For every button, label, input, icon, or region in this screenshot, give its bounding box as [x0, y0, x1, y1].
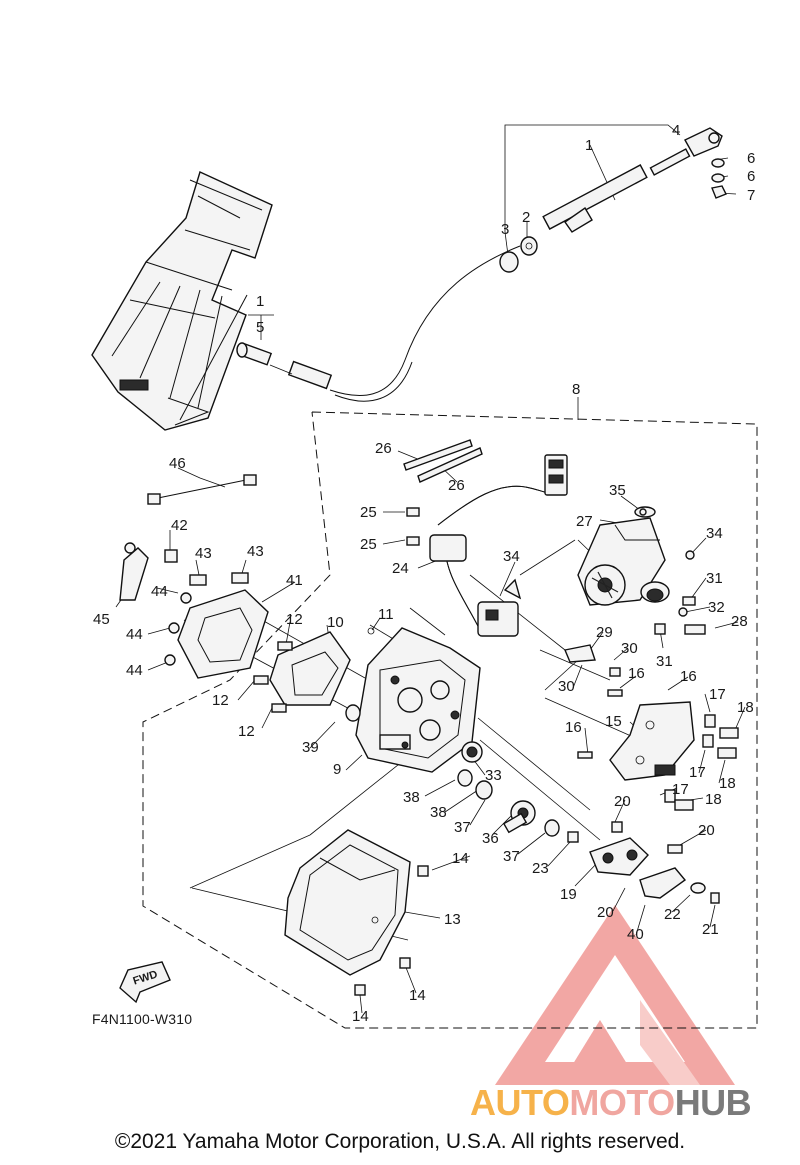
- callout-18: 18: [705, 791, 722, 808]
- shift-cable: [329, 127, 727, 402]
- copyright-notice: ©2021 Yamaha Motor Corporation, U.S.A. A…: [114, 1130, 686, 1153]
- callout-29: 29: [596, 624, 613, 641]
- callout-26: 26: [448, 477, 465, 494]
- callout-6: 6: [747, 168, 756, 185]
- callout-40: 40: [627, 926, 644, 943]
- callout-12: 12: [212, 692, 229, 709]
- callout-15: 15: [605, 713, 622, 730]
- steering-column: [91, 171, 273, 431]
- callout-28: 28: [731, 613, 748, 630]
- callout-31: 31: [706, 570, 723, 587]
- callout-25: 25: [360, 536, 377, 553]
- watermark-hub: HUB: [674, 1082, 752, 1123]
- callout-27: 27: [576, 513, 593, 530]
- bracket: [577, 689, 739, 811]
- watermark-moto: MOTO: [569, 1082, 675, 1123]
- callout-20: 20: [698, 822, 715, 839]
- callout-44: 44: [126, 626, 143, 643]
- callout-23: 23: [532, 860, 549, 877]
- callout-32: 32: [708, 599, 725, 616]
- cable-end: [236, 342, 333, 390]
- callout-30: 30: [621, 640, 638, 657]
- callout-45: 45: [93, 611, 110, 628]
- callout-26: 26: [375, 440, 392, 457]
- callout-3: 3: [501, 221, 510, 238]
- callout-35: 35: [609, 482, 626, 499]
- callout-22: 22: [664, 906, 681, 923]
- callout-44: 44: [126, 662, 143, 679]
- callout-13: 13: [444, 911, 461, 928]
- callout-41: 41: [286, 572, 303, 589]
- actuator-motor: [577, 506, 670, 606]
- callout-33: 33: [485, 767, 502, 784]
- callout-43: 43: [195, 545, 212, 562]
- callout-17: 17: [672, 781, 689, 798]
- callout-5: 5: [256, 319, 265, 336]
- callout-30: 30: [558, 678, 575, 695]
- callout-9: 9: [333, 761, 342, 778]
- callout-11: 11: [378, 606, 394, 623]
- gear-set: [345, 704, 579, 843]
- callout-17: 17: [709, 686, 726, 703]
- callout-1: 1: [585, 137, 594, 154]
- callout-44: 44: [151, 583, 168, 600]
- assembly-outline: [142, 411, 758, 1029]
- callout-36: 36: [482, 830, 499, 847]
- diagram-code: F4N1100-W310: [92, 1011, 193, 1027]
- callout-38: 38: [430, 804, 447, 821]
- callout-43: 43: [247, 543, 264, 560]
- callout-31: 31: [656, 653, 673, 670]
- callout-34: 34: [503, 548, 520, 565]
- callout-4: 4: [672, 122, 681, 139]
- callout-20: 20: [597, 904, 614, 921]
- callout-7: 7: [747, 187, 756, 204]
- callout-18: 18: [737, 699, 754, 716]
- callout-14: 14: [352, 1008, 369, 1025]
- callout-42: 42: [171, 517, 188, 534]
- callout-2: 2: [522, 209, 531, 226]
- callout-1: 1: [256, 293, 265, 310]
- callout-37: 37: [454, 819, 471, 836]
- callout-34: 34: [706, 525, 723, 542]
- callout-12: 12: [238, 723, 255, 740]
- callout-6: 6: [747, 150, 756, 167]
- callout-21: 21: [702, 921, 719, 938]
- callout-24: 24: [392, 560, 409, 577]
- watermark-auto: AUTO: [470, 1082, 570, 1123]
- linkage: [119, 474, 375, 713]
- callout-20: 20: [614, 793, 631, 810]
- wiring-harness: [429, 454, 568, 637]
- callout-16: 16: [628, 665, 645, 682]
- fasteners: [354, 507, 706, 996]
- watermark-logo: [495, 905, 735, 1085]
- callout-16: 16: [680, 668, 697, 685]
- fwd-arrow-icon: [119, 961, 171, 1004]
- callout-14: 14: [452, 850, 469, 867]
- cover: [284, 829, 411, 976]
- callout-38: 38: [403, 789, 420, 806]
- callout-12: 12: [286, 611, 303, 628]
- callout-8: 8: [572, 381, 581, 398]
- callout-16: 16: [565, 719, 582, 736]
- callout-25: 25: [360, 504, 377, 521]
- callout-39: 39: [302, 739, 319, 756]
- callout-37: 37: [503, 848, 520, 865]
- lever-assembly: [589, 821, 720, 904]
- watermark-text: AUTOMOTOHUB: [470, 1082, 752, 1123]
- leader-lines: [115, 124, 746, 1014]
- callout-46: 46: [169, 455, 186, 472]
- callout-18: 18: [719, 775, 736, 792]
- callout-10: 10: [327, 614, 344, 631]
- callout-17: 17: [689, 764, 706, 781]
- base-plate: [355, 627, 481, 773]
- callout-14: 14: [409, 987, 426, 1004]
- callout-19: 19: [560, 886, 577, 903]
- cable-ties: [403, 439, 483, 483]
